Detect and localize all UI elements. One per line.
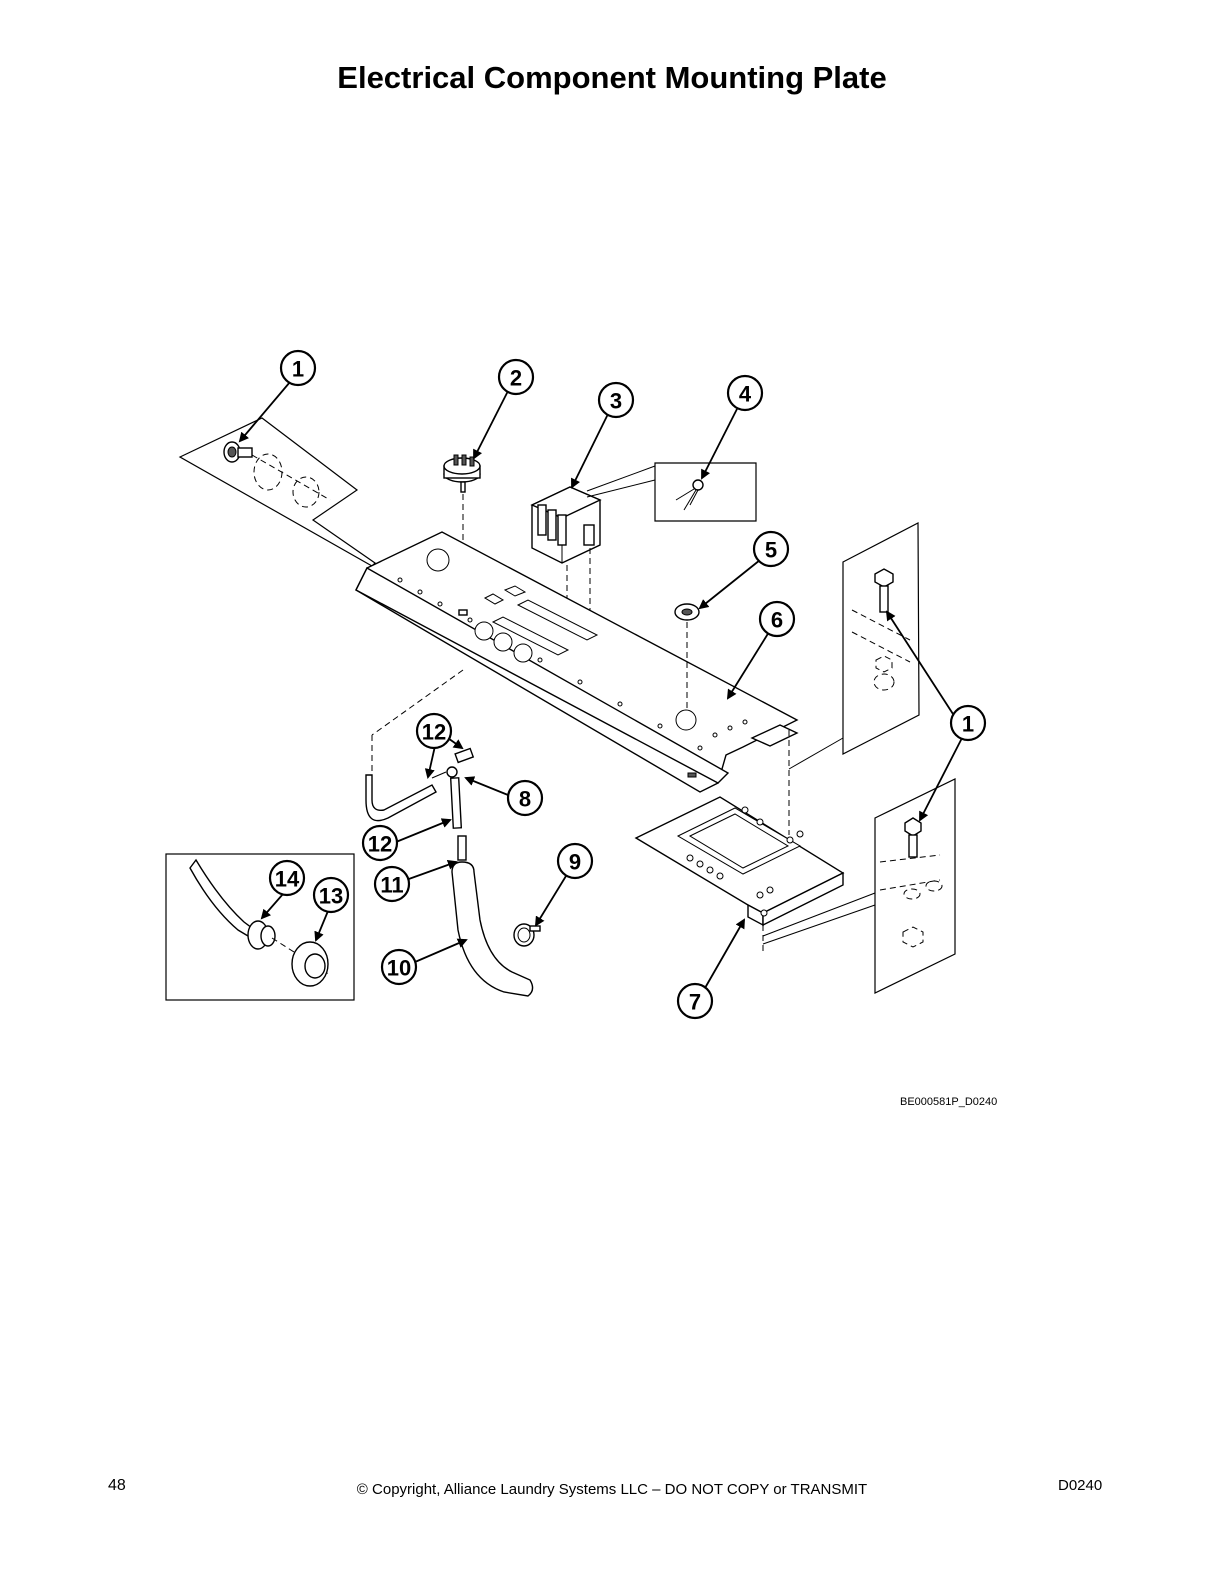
hose-assembly bbox=[365, 669, 534, 997]
callout-3: 3 bbox=[597, 381, 635, 419]
callout-label: 3 bbox=[610, 389, 622, 414]
callout-12-upper: 12 bbox=[415, 712, 453, 750]
callout-8: 8 bbox=[506, 779, 544, 817]
page-number: 48 bbox=[108, 1477, 126, 1494]
mounting-plate bbox=[355, 531, 799, 793]
callout-1-right: 1 bbox=[949, 704, 987, 742]
bolt-part bbox=[904, 817, 922, 858]
lower-bracket bbox=[634, 730, 845, 955]
page-title: Electrical Component Mounting Plate bbox=[337, 60, 887, 95]
grommet bbox=[674, 603, 700, 712]
callout-11: 11 bbox=[373, 865, 411, 903]
cap bbox=[454, 747, 475, 764]
callout-label: 12 bbox=[368, 832, 392, 857]
callout-label: 1 bbox=[292, 357, 304, 382]
screw-part bbox=[223, 441, 253, 463]
callout-label: 5 bbox=[765, 538, 777, 563]
callout-1-upper: 1 bbox=[279, 349, 317, 387]
callout-7: 7 bbox=[676, 982, 714, 1020]
bolt-detail-box-upper bbox=[788, 522, 920, 770]
callout-label: 9 bbox=[569, 850, 581, 875]
callout-14: 14 bbox=[268, 859, 306, 897]
jumper-detail-box bbox=[586, 462, 757, 522]
document-code: D0240 bbox=[1058, 1477, 1103, 1494]
pressure-switch bbox=[443, 454, 481, 610]
callout-4: 4 bbox=[726, 374, 764, 412]
callout-5: 5 bbox=[752, 530, 790, 568]
callout-9: 9 bbox=[556, 842, 594, 880]
connector-detail-box bbox=[165, 853, 355, 1001]
callout-2: 2 bbox=[497, 358, 535, 396]
drawing-id: BE000581P_D0240 bbox=[900, 1096, 998, 1108]
callout-label: 8 bbox=[519, 787, 531, 812]
callout-13: 13 bbox=[312, 876, 350, 914]
screw-detail-box bbox=[178, 417, 376, 567]
callout-label: 2 bbox=[510, 366, 522, 391]
bolt-detail-box-lower bbox=[762, 778, 956, 994]
hose-clamp bbox=[513, 923, 541, 947]
callout-6: 6 bbox=[758, 600, 796, 638]
callout-10: 10 bbox=[380, 948, 418, 986]
callout-label: 7 bbox=[689, 990, 701, 1015]
copyright-notice: © Copyright, Alliance Laundry Systems LL… bbox=[356, 1481, 868, 1498]
callout-12-lower: 12 bbox=[361, 824, 399, 862]
bolt-part bbox=[874, 568, 894, 613]
hose-tee bbox=[431, 766, 458, 779]
callout-label: 13 bbox=[319, 884, 343, 909]
callout-label: 6 bbox=[771, 608, 783, 633]
callout-label: 12 bbox=[422, 720, 446, 745]
callout-label: 4 bbox=[739, 382, 752, 407]
leader-lines bbox=[238, 381, 963, 989]
callout-label: 14 bbox=[275, 867, 300, 892]
callout-label: 1 bbox=[962, 712, 974, 737]
contactor bbox=[530, 486, 602, 650]
callout-label: 11 bbox=[380, 873, 403, 898]
callout-label: 10 bbox=[387, 956, 411, 981]
